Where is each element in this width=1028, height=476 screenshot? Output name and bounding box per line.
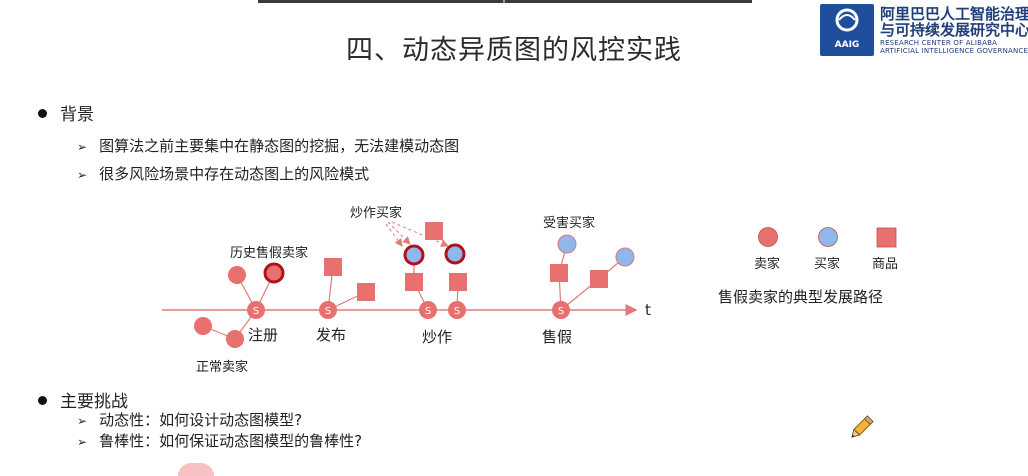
s-node <box>419 301 437 319</box>
logo-en-line1: RESEARCH CENTER OF ALIBABA <box>880 39 998 47</box>
legend: 卖家 买家 商品 售假卖家的典型发展路径 <box>718 227 898 306</box>
arrow-bullet-icon: ➢ <box>77 168 88 182</box>
aaig-logo: AAIG 阿里巴巴人工智能治理 与可持续发展研究中心 RESEARCH CENT… <box>820 4 1028 56</box>
background-item-text: 很多风险场景中存在动态图上的风险模式 <box>99 165 370 183</box>
legend-buyer-label: 买家 <box>814 256 840 272</box>
s-node <box>448 301 466 319</box>
s-node <box>552 301 570 319</box>
background-item: ➢ 很多风险场景中存在动态图上的风险模式 <box>77 163 369 184</box>
legend-product-label: 商品 <box>872 257 898 272</box>
background-heading: 背景 <box>38 100 94 125</box>
buyer-node <box>615 247 635 267</box>
product-node <box>449 273 467 291</box>
stage-label-hype: 炒作 <box>422 328 452 346</box>
pencil-icon[interactable] <box>846 413 876 443</box>
video-strip <box>258 0 752 3</box>
arrow-bullet-icon: ➢ <box>77 435 88 449</box>
product-node <box>405 273 423 291</box>
challenges-heading-text: 主要挑战 <box>60 392 128 412</box>
s-node-label: S <box>325 306 331 317</box>
legend-caption: 售假卖家的典型发展路径 <box>718 288 883 306</box>
challenge-item: ➢ 动态性：如何设计动态图模型? <box>77 409 302 430</box>
s-node-label: S <box>454 306 460 317</box>
product-node <box>590 270 608 288</box>
seller-node <box>228 266 246 284</box>
background-item-text: 图算法之前主要集中在静态图的挖掘，无法建模动态图 <box>99 137 460 155</box>
product-node <box>357 283 375 301</box>
s-node-label: S <box>558 306 564 317</box>
pointer-highlight <box>178 463 214 476</box>
hype-buyer-node <box>444 243 466 265</box>
logo-en-line2: ARTIFICIAL INTELLIGENCE GOVERNANCE <box>880 47 1028 55</box>
challenge-item-text: 鲁棒性：如何保证动态图模型的鲁棒性? <box>99 432 363 450</box>
hype-buyer-node <box>403 244 425 266</box>
page-title: 四、动态异质图的风控实践 <box>346 35 682 66</box>
legend-seller-swatch <box>758 227 778 247</box>
legend-product-swatch <box>876 227 897 248</box>
product-node <box>324 258 342 276</box>
hype-indicator-arrows <box>385 221 449 247</box>
stage-label-counterfeit: 售假 <box>542 328 572 346</box>
logo-mark-icon <box>835 8 859 32</box>
logo-cn-line1: 阿里巴巴人工智能治理 <box>880 5 1028 23</box>
normal-seller-label: 正常卖家 <box>196 359 248 375</box>
history-fake-seller-label: 历史售假卖家 <box>230 245 308 261</box>
challenges-heading: 主要挑战 <box>38 387 128 412</box>
bullet-dot <box>38 108 47 118</box>
stage-s-nodes: S S S S S <box>247 301 570 319</box>
arrow-bullet-icon: ➢ <box>77 414 88 428</box>
logo-cn-line2: 与可持续发展研究中心 <box>880 21 1028 39</box>
logo-english-name: RESEARCH CENTER OF ALIBABA ARTIFICIAL IN… <box>880 39 1028 55</box>
video-strip-divider <box>503 0 505 3</box>
s-node-label: S <box>253 306 259 317</box>
hype-buyer-label: 炒作买家 <box>350 205 402 221</box>
logo-badge-text: AAIG <box>834 40 860 50</box>
challenge-item: ➢ 鲁棒性：如何保证动态图模型的鲁棒性? <box>77 430 362 451</box>
bullet-dot <box>38 395 47 405</box>
s-node-label: S <box>425 306 431 317</box>
normal-seller-node <box>226 330 244 348</box>
stage-label-register: 注册 <box>248 326 278 344</box>
legend-seller-label: 卖家 <box>754 256 780 272</box>
stage-label-publish: 发布 <box>316 326 346 344</box>
normal-seller-node <box>194 317 212 335</box>
victim-buyer-label: 受害买家 <box>543 215 595 231</box>
product-node <box>425 222 443 240</box>
logo-badge: AAIG <box>820 4 874 56</box>
victim-buyer-node <box>557 234 577 254</box>
challenge-item-text: 动态性：如何设计动态图模型? <box>99 411 303 429</box>
product-node <box>550 264 568 282</box>
background-heading-text: 背景 <box>60 105 94 125</box>
s-node <box>247 301 265 319</box>
background-item: ➢ 图算法之前主要集中在静态图的挖掘，无法建模动态图 <box>77 135 459 156</box>
legend-buyer-swatch <box>818 227 838 247</box>
fake-seller-node <box>263 262 285 284</box>
arrow-bullet-icon: ➢ <box>77 140 88 154</box>
timeline-axis-label: t <box>645 301 651 319</box>
logo-chinese-name: 阿里巴巴人工智能治理 与可持续发展研究中心 <box>880 6 1028 38</box>
s-node <box>319 301 337 319</box>
